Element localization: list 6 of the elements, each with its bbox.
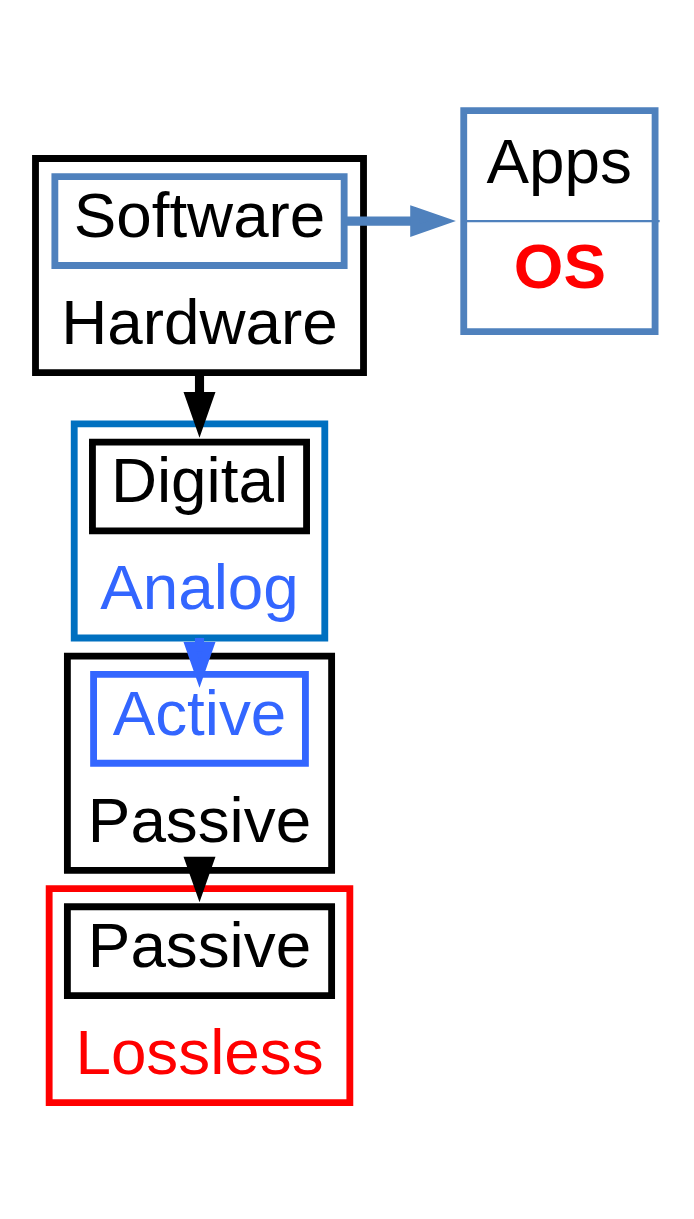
node-box: Active xyxy=(90,671,309,767)
node-box: Passive xyxy=(63,903,336,999)
node-box: Digital xyxy=(89,438,310,535)
arrow xyxy=(183,856,216,903)
arrow xyxy=(344,205,456,238)
node-box: Software xyxy=(51,173,348,269)
